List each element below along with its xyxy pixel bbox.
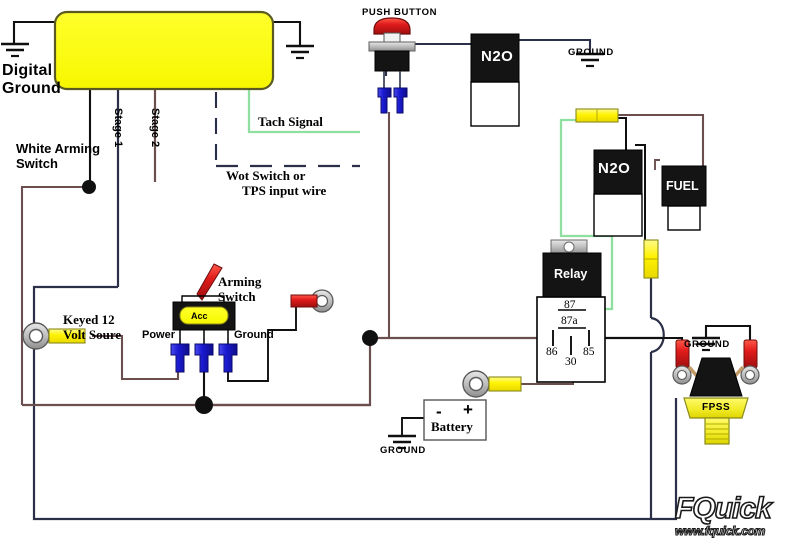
fquick-logo: FQuick www.fquick.com xyxy=(674,492,795,542)
ring-terminal-battery[interactable] xyxy=(462,370,522,398)
logo-url-text: www.fquick.com xyxy=(674,524,766,538)
inline-fuse-vertical[interactable] xyxy=(643,239,659,279)
label-acc: Acc xyxy=(191,311,208,321)
label-relay-terminal-86: 86 xyxy=(546,346,558,358)
blue-spade-connector xyxy=(218,343,238,373)
label-relay-terminal-87: 87 xyxy=(564,299,576,311)
label-power: Power xyxy=(142,329,176,341)
ground-symbol-digital xyxy=(1,42,29,58)
blue-spade-connector xyxy=(170,343,190,373)
label-ground-battery: GROUND xyxy=(380,445,426,456)
label-stage-1: Stage 1 xyxy=(112,108,124,148)
label-ground-fpss: GROUND xyxy=(684,339,730,350)
label-battery: Battery xyxy=(431,419,473,434)
wire-layer xyxy=(12,20,752,521)
fuel-solenoid[interactable] xyxy=(661,165,707,231)
ring-terminal-fpss-right[interactable] xyxy=(740,339,760,385)
ground-symbol-battery xyxy=(388,434,416,450)
logo-brand-text: FQuick xyxy=(674,492,772,525)
wire-switch-ground-to-ring xyxy=(227,306,297,382)
blue-spade-connector xyxy=(393,87,408,114)
relay-device[interactable] xyxy=(536,239,606,383)
push-button-switch[interactable] xyxy=(368,17,416,114)
wire-battery-negative-ground xyxy=(401,417,424,436)
n2o-solenoid-lower[interactable] xyxy=(593,149,643,237)
arming-switch[interactable] xyxy=(170,263,238,373)
label-push-button: PUSH BUTTON xyxy=(362,7,438,18)
wire-fuel-lead xyxy=(654,159,660,170)
label-ground-top: GROUND xyxy=(568,47,614,58)
wire-digital-ground xyxy=(12,20,56,44)
junction-dot xyxy=(362,330,378,346)
junction-dot xyxy=(82,180,96,194)
label-n2o-lower: N2O xyxy=(598,160,631,177)
label-stage-2: Stage 2 xyxy=(149,108,161,148)
label-relay-terminal-87a: 87a xyxy=(561,315,578,327)
label-relay: Relay xyxy=(554,267,588,281)
ring-terminal-fpss-left[interactable] xyxy=(672,339,692,385)
blue-spade-connector xyxy=(377,87,392,114)
wire-n2o-lower-down xyxy=(635,144,646,247)
control-module[interactable] xyxy=(53,10,275,91)
label-arming-switch: Arming Switch xyxy=(218,274,262,304)
ground-symbol-module-right xyxy=(286,44,314,60)
label-white-arming-switch: White Arming Switch xyxy=(16,141,101,171)
junction-dot xyxy=(195,396,213,414)
label-battery-plus: + xyxy=(463,400,473,419)
ground-symbol-fpss xyxy=(692,336,720,352)
label-n2o-top: N2O xyxy=(481,48,514,65)
ring-terminal-arming-red[interactable] xyxy=(290,289,334,313)
ground-symbol-top-n2o xyxy=(576,52,604,68)
wire-relay87-green xyxy=(559,118,614,311)
wire-fuse-to-fuel xyxy=(617,113,705,170)
label-wot-switch: Wot Switch or TPS input wire xyxy=(226,168,327,198)
fpss-pressure-switch[interactable] xyxy=(683,357,749,445)
label-relay-terminal-30: 30 xyxy=(565,356,577,368)
label-ground-switch: Ground xyxy=(234,329,274,341)
wire-module-ground-right xyxy=(272,20,302,46)
n2o-solenoid-top[interactable] xyxy=(470,33,520,127)
label-keyed-12-volt: Keyed 12 Volt Soure xyxy=(63,312,122,342)
wire-keyed12-to-power xyxy=(92,334,180,381)
label-digital-ground: Digital Ground xyxy=(2,62,61,97)
ground-symbols xyxy=(1,42,720,450)
battery-box xyxy=(423,399,487,441)
label-relay-terminal-85: 85 xyxy=(583,346,595,358)
ring-terminal-keyed12[interactable] xyxy=(22,322,86,350)
wire-tach-signal xyxy=(247,89,360,134)
blue-spade-connector xyxy=(194,343,214,373)
label-fuel: FUEL xyxy=(666,179,699,193)
label-tach-signal: Tach Signal xyxy=(258,114,323,129)
wire-white-arming-down xyxy=(20,185,90,405)
inline-fuse-top[interactable] xyxy=(575,108,619,123)
wire-stage-1-loop xyxy=(32,285,678,521)
label-battery-minus: - xyxy=(436,402,442,421)
wire-hop-loop xyxy=(650,316,665,354)
label-fpss: FPSS xyxy=(702,402,731,413)
junction-dots xyxy=(82,180,378,414)
